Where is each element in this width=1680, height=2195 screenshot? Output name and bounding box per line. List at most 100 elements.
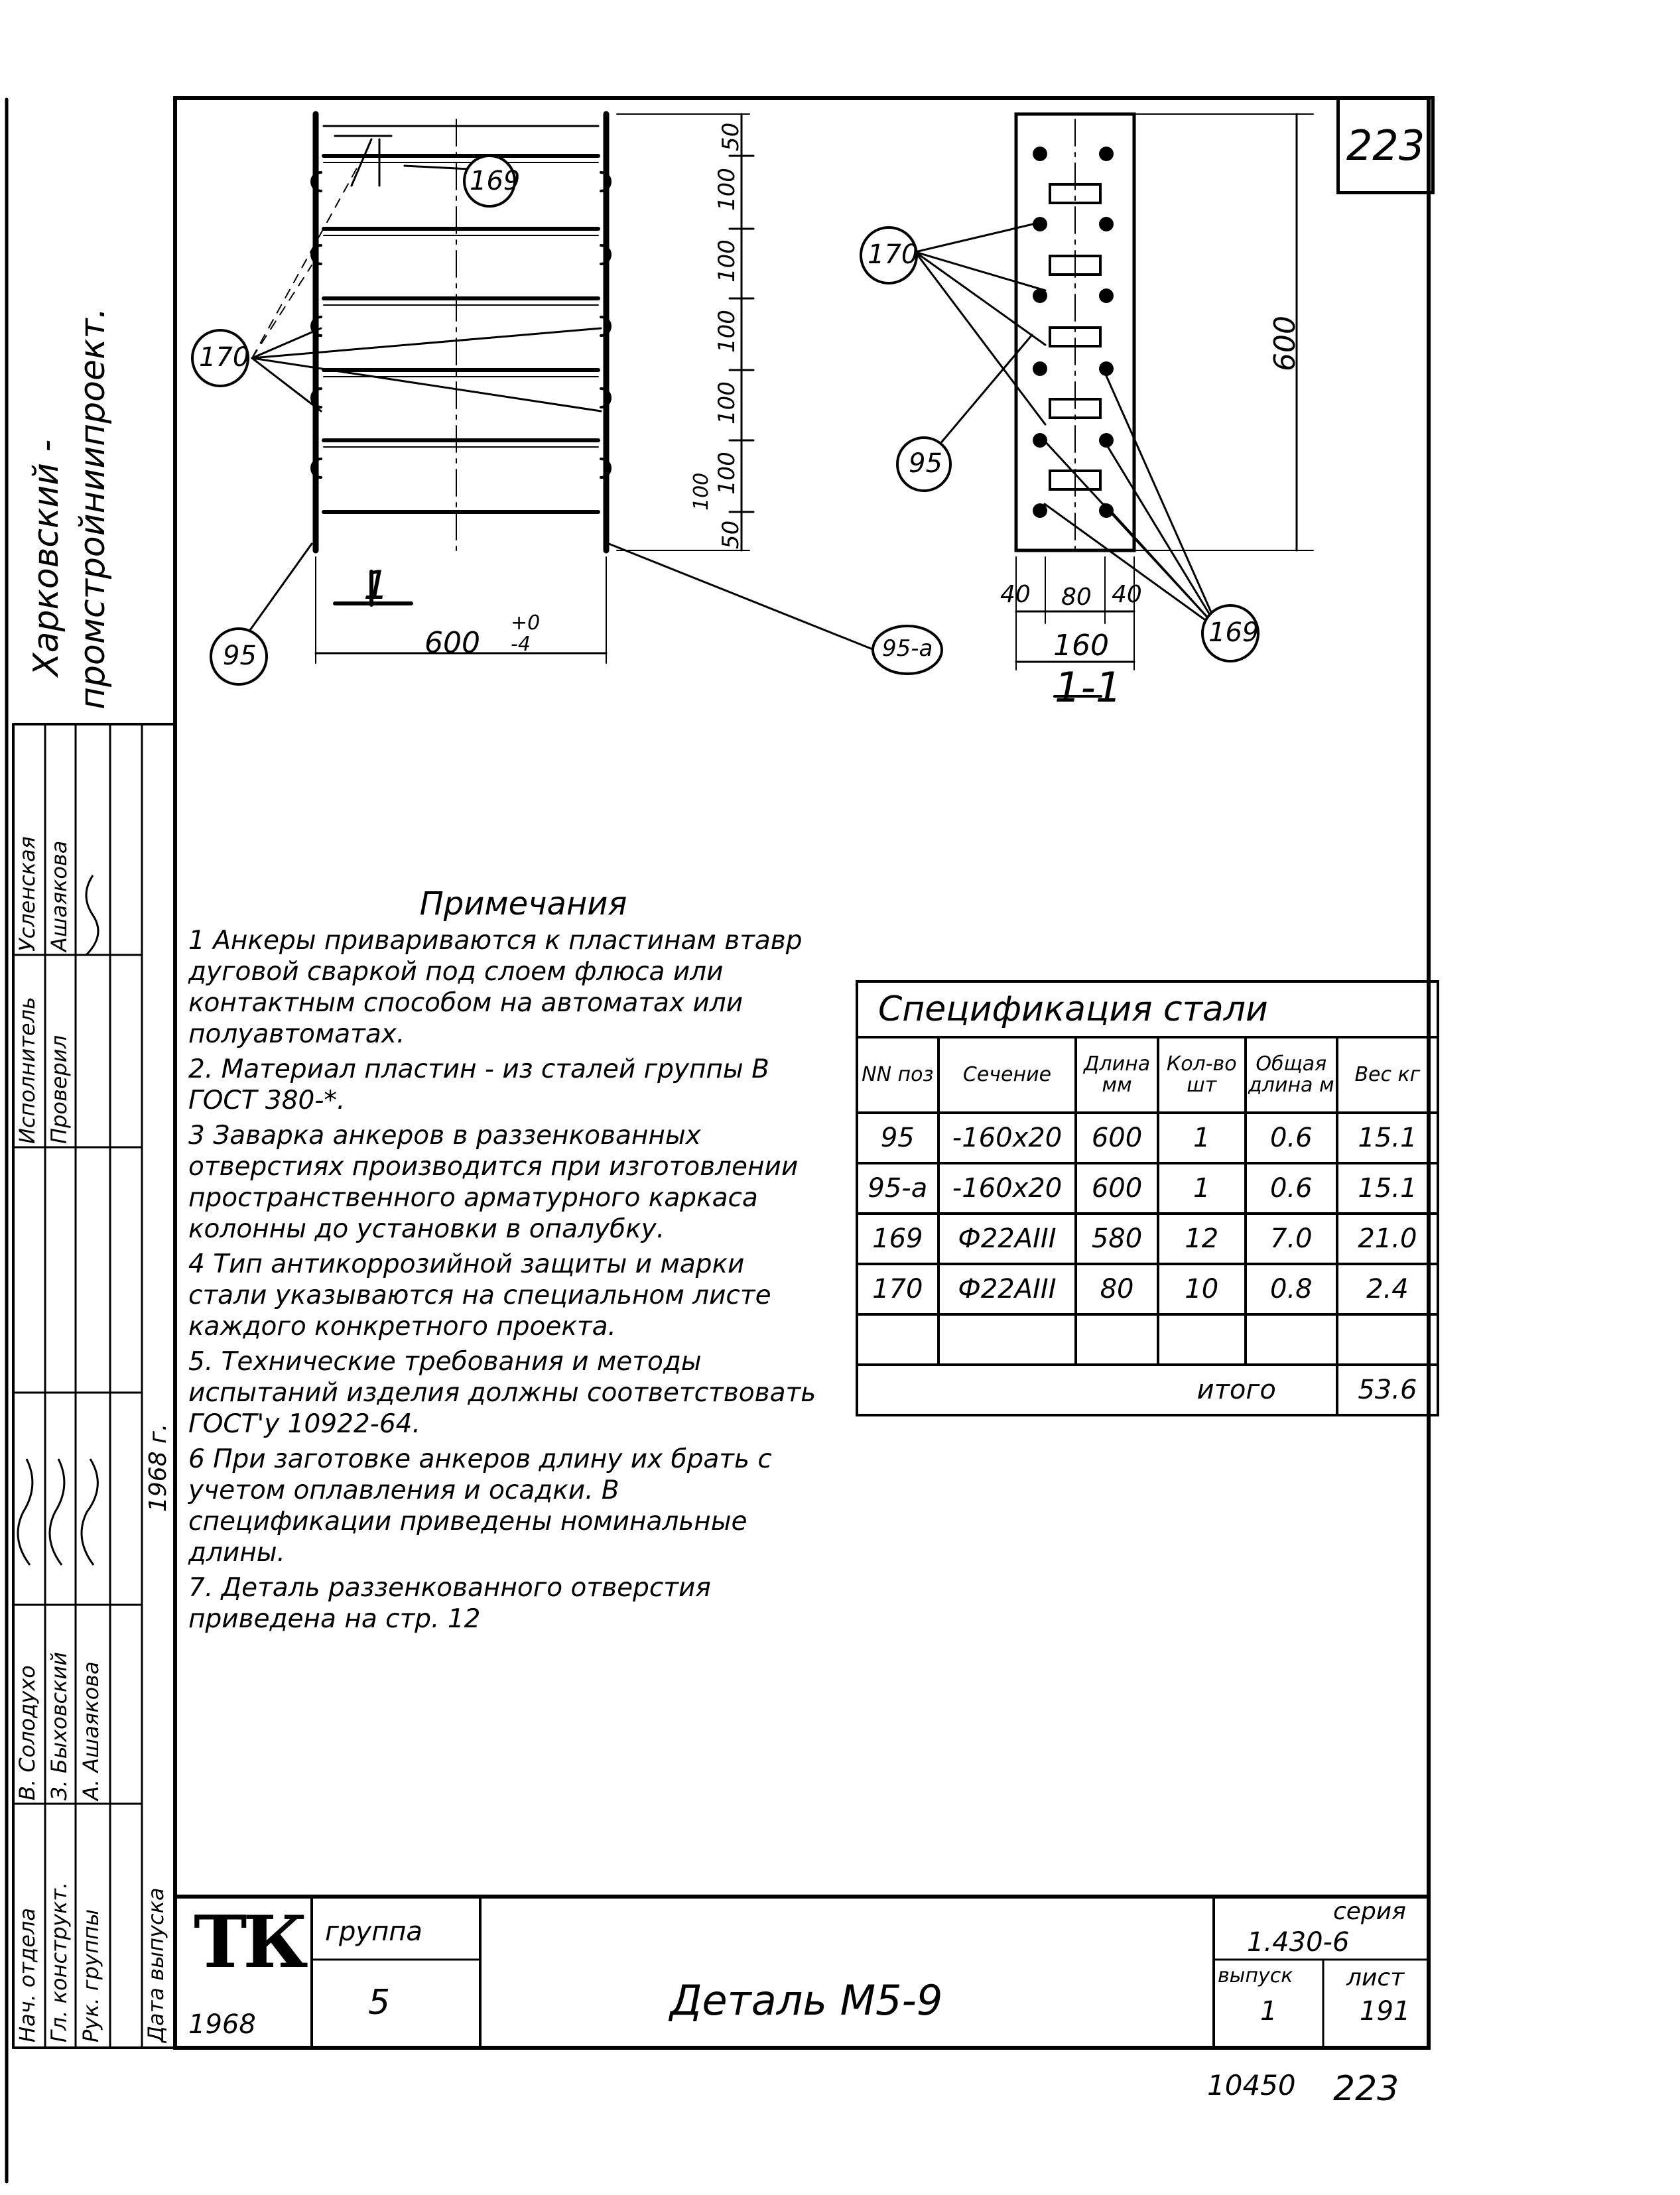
spec-cell: 15.1 <box>1335 1162 1440 1215</box>
spec-header-cell: Общая длина м <box>1244 1036 1338 1114</box>
spec-cell <box>1244 1313 1338 1366</box>
spec-cell: 95 <box>856 1111 940 1164</box>
tk-logo: ТК <box>194 1901 308 1984</box>
section-mark: 1 <box>363 562 389 609</box>
drawing-title: Деталь М5-9 <box>670 1976 943 2025</box>
dim-80: 80 <box>1061 584 1092 611</box>
note-2: 2. Материал пластин - из сталей группы В… <box>188 1054 769 1115</box>
spec-table-block: Спецификация стали NN поз Сечение Длина … <box>856 980 1440 1416</box>
dim-600-tol-minus: -4 <box>511 633 531 656</box>
spec-total-label: итого <box>856 1363 1338 1416</box>
callout-95a: 95-a <box>882 635 933 662</box>
spec-cell: 0.8 <box>1244 1263 1338 1316</box>
spec-cell: 21.0 <box>1335 1212 1440 1265</box>
note-3: 3 Заварка анкеров в раззенкованных отвер… <box>188 1121 799 1244</box>
dim-600-height: 600 <box>1268 316 1302 371</box>
group-label: группа <box>325 1916 422 1947</box>
signature-mark <box>80 1458 99 1566</box>
table-row: 169 Ф22AIII 580 12 7.0 21.0 <box>856 1212 1440 1265</box>
sheet-value: 191 <box>1360 1996 1411 2027</box>
dim-height-7: 50 <box>718 520 744 549</box>
spec-cell: 600 <box>1074 1162 1159 1215</box>
series-value: 1.430-6 <box>1247 1927 1350 1958</box>
spec-cell: 169 <box>856 1212 940 1265</box>
callout-170-side: 170 <box>868 239 919 270</box>
issue-value: 1 <box>1260 1996 1277 2027</box>
spec-header-cell: NN поз <box>856 1036 940 1114</box>
section-title: 1-1 <box>1055 663 1122 712</box>
signatures <box>17 875 99 1566</box>
spec-cell <box>1156 1313 1247 1366</box>
notes-title: Примечания <box>419 885 627 922</box>
dim-40-right: 40 <box>1112 581 1142 608</box>
spec-cell: 600 <box>1074 1111 1159 1164</box>
callout-169-side: 169 <box>1208 617 1260 648</box>
callout-170-front: 170 <box>199 342 250 373</box>
dim-40-left: 40 <box>1000 581 1031 608</box>
spec-cell: 170 <box>856 1263 940 1316</box>
note-1: 1 Анкеры привариваются к пластинам втавр… <box>188 926 803 1049</box>
note-7: 7. Деталь раззенкованного отверстия прив… <box>188 1573 711 1634</box>
table-row: 170 Ф22AIII 80 10 0.8 2.4 <box>856 1263 1440 1316</box>
spec-cell <box>1335 1313 1440 1366</box>
spec-cell: 1 <box>1156 1111 1247 1164</box>
spec-cell: 12 <box>1156 1212 1247 1265</box>
spec-cell <box>1074 1313 1159 1366</box>
spec-header-row: NN поз Сечение Длина мм Кол-во шт Общая … <box>856 1036 1440 1114</box>
spec-cell: 0.6 <box>1244 1111 1338 1164</box>
dim-height-0: 50 <box>718 122 744 151</box>
signature-mark <box>85 875 99 956</box>
sheet-number-box: 223 <box>1336 96 1435 194</box>
spec-cell <box>937 1313 1078 1366</box>
spec-table: NN поз Сечение Длина мм Кол-во шт Общая … <box>856 1036 1440 1416</box>
spec-header-cell: Сечение <box>937 1036 1078 1114</box>
note-4: 4 Тип антикоррозийной защиты и марки ста… <box>188 1249 771 1342</box>
spec-cell: 2.4 <box>1335 1263 1440 1316</box>
issue-label: выпуск <box>1218 1964 1293 1987</box>
table-row: 95 -160x20 600 1 0.6 15.1 <box>856 1111 1440 1164</box>
note-5: 5. Технические требования и методы испыт… <box>188 1347 816 1439</box>
spec-header-cell: Кол-во шт <box>1156 1036 1247 1114</box>
signature-mark <box>48 1458 66 1566</box>
dim-height-5: 100 <box>714 452 740 495</box>
table-row: 95-а -160x20 600 1 0.6 15.1 <box>856 1162 1440 1215</box>
spec-cell: 10 <box>1156 1263 1247 1316</box>
spec-total-row: итого 53.6 <box>856 1363 1440 1416</box>
spec-total-value: 53.6 <box>1335 1363 1440 1416</box>
spec-title: Спецификация стали <box>856 980 1439 1036</box>
spec-cell: 7.0 <box>1244 1212 1338 1265</box>
callout-95-front: 95 <box>223 641 257 671</box>
notes-block: Примечания 1 Анкеры привариваются к плас… <box>188 885 818 1639</box>
spec-cell: 1 <box>1156 1162 1247 1215</box>
signature-mark <box>17 1458 34 1566</box>
spec-header-cell: Вес кг <box>1335 1036 1440 1114</box>
dim-height-3: 100 <box>714 310 740 353</box>
spec-cell: Ф22AIII <box>937 1263 1078 1316</box>
spec-cell: 95-а <box>856 1162 940 1215</box>
sheet-label: лист <box>1346 1964 1405 1991</box>
group-value: 5 <box>368 1983 391 2023</box>
spec-cell: 580 <box>1074 1212 1159 1265</box>
spec-cell <box>856 1313 940 1366</box>
dim-600-width: 600 <box>424 626 480 660</box>
spec-header-cell: Длина мм <box>1074 1036 1159 1114</box>
series-label: серия <box>1333 1898 1406 1925</box>
dim-height-6: 100 <box>690 472 713 511</box>
dim-height-2: 100 <box>714 239 740 282</box>
callout-95-side: 95 <box>909 448 942 479</box>
table-row <box>856 1313 1440 1366</box>
footer-page: 223 <box>1333 2069 1399 2109</box>
spec-cell: Ф22AIII <box>937 1212 1078 1265</box>
callout-169-front: 169 <box>470 166 521 196</box>
spec-cell: -160x20 <box>937 1111 1078 1164</box>
footer-code: 10450 <box>1207 2069 1296 2101</box>
spec-cell: 15.1 <box>1335 1111 1440 1164</box>
dim-height-1: 100 <box>714 168 740 211</box>
dim-160: 160 <box>1053 629 1109 662</box>
spec-cell: 80 <box>1074 1263 1159 1316</box>
title-block-year: 1968 <box>188 2009 256 2040</box>
spec-cell: -160x20 <box>937 1162 1078 1215</box>
dim-600-tol-plus: +0 <box>511 611 541 635</box>
